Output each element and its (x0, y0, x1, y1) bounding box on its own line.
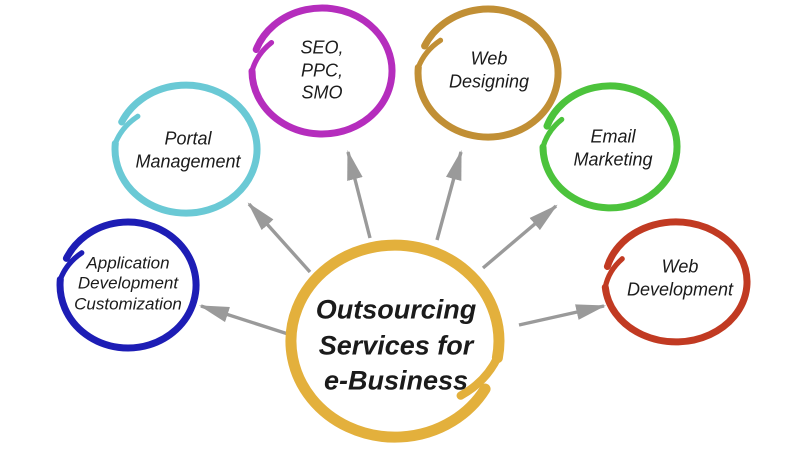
node-ring-tail-application-development (57, 250, 85, 283)
node-label-portal-management: Portal Management (135, 128, 241, 172)
node-circle-portal-management (111, 81, 261, 217)
node-ring-tail-email-marketing (540, 116, 565, 150)
arrow-to-portal-management (247, 202, 312, 274)
node-ring-email-marketing (539, 82, 681, 212)
node-ring-tail-web-designing (415, 37, 444, 71)
node-ring-seo-ppc-smo (248, 4, 396, 138)
node-label-email-marketing: Email Marketing (573, 126, 653, 170)
arrow-to-web-designing (435, 149, 463, 241)
arrow-to-application-development (199, 304, 289, 336)
node-ring-application-development (56, 218, 200, 352)
node-ring-tail-portal-management (112, 113, 141, 147)
arrow-to-web-development (518, 304, 607, 327)
node-circle-email-marketing (539, 82, 681, 212)
node-ring-portal-management (111, 81, 261, 217)
node-ring-tail-web-development (602, 256, 625, 290)
center-circle (285, 239, 505, 443)
node-circle-web-development (601, 218, 751, 346)
node-label-web-development: Web Development (626, 256, 734, 300)
node-label-application-development: Application Development Customization (74, 253, 182, 314)
node-ring-web-designing (414, 5, 562, 141)
node-ring-web-development (601, 218, 751, 346)
node-label-seo-ppc-smo: SEO, PPC, SMO (300, 37, 344, 103)
arrow-to-seo-ppc-smo (346, 149, 372, 239)
node-circle-web-designing (414, 5, 562, 141)
node-label-web-designing: Web Designing (448, 48, 530, 92)
center-circle-ring (285, 239, 505, 443)
connector-arrows (199, 149, 607, 336)
node-circle-application-development (56, 218, 200, 352)
node-circle-seo-ppc-smo (248, 4, 396, 138)
node-ring-tail-seo-ppc-smo (249, 39, 275, 74)
center-circle-ring-tail (456, 353, 502, 400)
center-label: Outsourcing Services for e-Business (315, 294, 477, 396)
arrow-to-email-marketing (481, 204, 558, 270)
